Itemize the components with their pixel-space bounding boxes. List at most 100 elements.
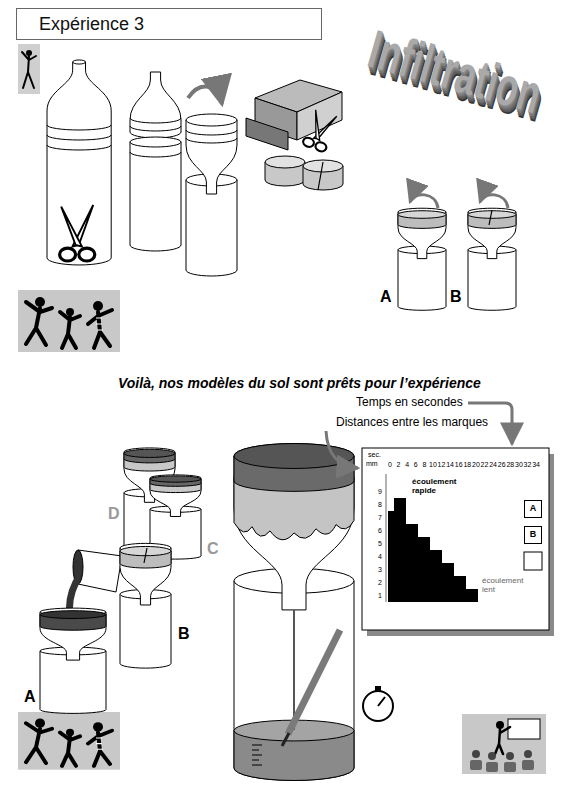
legend-box: A <box>524 500 542 518</box>
bottle-split <box>130 142 181 251</box>
teacher-icon <box>522 760 534 770</box>
chart-panel <box>524 552 542 570</box>
teacher-icon <box>486 762 498 772</box>
legend-box: B <box>524 526 542 544</box>
bottle-cut <box>47 60 111 265</box>
axis-number: 30 <box>515 461 523 469</box>
soil-box <box>303 160 343 172</box>
teacher-icon <box>462 714 546 774</box>
soil-model-b <box>468 208 516 258</box>
chart-panel <box>362 448 549 630</box>
axis-number: 16 <box>455 461 463 469</box>
soil-model-b <box>468 208 516 310</box>
soil-model-a <box>398 195 446 311</box>
soil-model-b <box>480 195 508 208</box>
stick-figure-icon <box>18 44 40 94</box>
axis-number: 2 <box>397 461 401 469</box>
axis-number: 6 <box>414 461 418 469</box>
axis-number: 34 <box>532 461 540 469</box>
big-soil-model <box>282 733 289 746</box>
axis-number: 26 <box>498 461 506 469</box>
axis-number: 1 <box>378 592 382 600</box>
axis-number: 32 <box>524 461 532 469</box>
leader-arrow <box>326 431 358 468</box>
big-soil-model <box>234 444 354 781</box>
chart-note: écoulement rapide <box>412 478 464 496</box>
caption-note: Voilà, nos modèles du sol sont prêts pou… <box>118 376 481 391</box>
axis-unit: sec. <box>368 451 381 459</box>
axis-number: 12 <box>438 461 446 469</box>
stopwatch-icon <box>363 686 393 721</box>
model-letter: C <box>207 540 219 558</box>
axis-number: 18 <box>463 461 471 469</box>
bottle-split <box>130 152 181 157</box>
soil-model-a <box>398 208 446 310</box>
soil-model-c <box>150 476 201 493</box>
axis-number: 7 <box>378 514 382 522</box>
axis-number: 10 <box>429 461 437 469</box>
bottle-split <box>130 72 181 138</box>
soil-model-a <box>398 208 446 258</box>
model-letter: A <box>380 288 392 306</box>
soil-model-b <box>468 211 516 229</box>
axis-number: 3 <box>378 566 382 574</box>
big-soil-model <box>288 630 340 734</box>
soil-model-a-filled <box>40 611 106 631</box>
model-letter: D <box>108 505 120 523</box>
soil-model-a <box>410 195 438 208</box>
axis-number: 22 <box>481 461 489 469</box>
soil-box <box>302 108 338 152</box>
soil-model-c <box>150 475 201 517</box>
teacher-icon <box>470 760 482 770</box>
axis-number: 20 <box>472 461 480 469</box>
teacher-icon <box>462 714 546 774</box>
dancers-icon <box>18 712 120 770</box>
bottle-split <box>130 137 181 147</box>
big-soil-model <box>293 610 295 730</box>
bottle-cut <box>47 60 111 265</box>
axis-number: 4 <box>378 553 382 561</box>
wordart-title: Infiltration <box>362 19 548 125</box>
stick-figure-icon <box>18 44 40 94</box>
axis-number: 8 <box>422 461 426 469</box>
soil-model-b-filled <box>120 543 171 668</box>
title-text: Expérience 3 <box>39 13 144 35</box>
soil-model-d <box>124 449 175 471</box>
big-soil-model <box>234 444 354 610</box>
teacher-icon <box>472 750 480 758</box>
legend-letter: B <box>530 530 537 540</box>
soil-model-b-filled <box>120 543 171 668</box>
axis-number: 4 <box>405 461 409 469</box>
title-box: Expérience 3 <box>16 8 322 40</box>
bottle-cut <box>60 205 95 261</box>
soil-model-a <box>398 211 446 229</box>
pouring-cup <box>78 550 122 592</box>
chart-panel <box>362 448 554 636</box>
bottle-assembled <box>186 114 237 276</box>
dancers-icon <box>18 290 120 352</box>
soil-box <box>265 156 305 168</box>
model-letter: A <box>24 688 36 706</box>
soil-model-b-filled <box>144 548 147 563</box>
axis-note: Distances entre les marques <box>336 416 488 429</box>
soil-model-b <box>468 195 516 311</box>
soil-model-b-filled <box>120 546 171 568</box>
stick-figure-icon <box>22 52 36 88</box>
big-soil-model <box>234 444 354 469</box>
stopwatch-icon <box>378 697 385 706</box>
axis-number: 8 <box>378 501 382 509</box>
teacher-icon <box>495 727 510 754</box>
stopwatch-icon <box>363 691 393 721</box>
big-soil-model <box>234 444 354 781</box>
bottle-split <box>130 118 181 131</box>
axis-number: 2 <box>378 579 382 587</box>
soil-model-b-filled <box>120 543 171 605</box>
axis-note: Temps en secondes <box>356 396 463 409</box>
big-soil-model <box>252 745 262 765</box>
teacher-icon <box>506 752 514 760</box>
legend-letter: A <box>530 504 537 514</box>
axis-number: 9 <box>378 488 382 496</box>
histogram-bars <box>388 498 478 602</box>
